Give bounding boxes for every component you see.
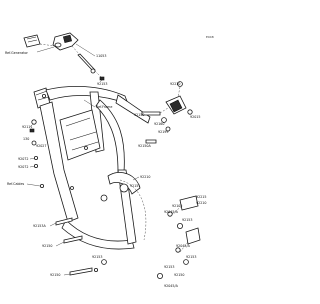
mount-bracket-inner bbox=[169, 99, 183, 113]
part-label-92150A: 92150A bbox=[138, 144, 151, 148]
collar-92153-c bbox=[183, 259, 189, 265]
part-label-92210-top: 92210 bbox=[170, 82, 181, 86]
frame-gusset bbox=[59, 109, 101, 161]
leader-92153-top bbox=[99, 79, 103, 83]
part-label-92153A: 92153A bbox=[33, 224, 46, 228]
washer-92199 bbox=[165, 126, 171, 132]
cover-plate-ribs bbox=[26, 36, 38, 43]
left-fasteners bbox=[29, 119, 37, 146]
leader-92210-mid bbox=[132, 176, 140, 181]
bolt-dash-line bbox=[71, 45, 80, 55]
nut-92045-b bbox=[175, 247, 181, 253]
swingarm-pivot-plate bbox=[107, 172, 141, 195]
part-label-92210-mid: 92210 bbox=[140, 175, 151, 179]
part-label-130: 130 bbox=[23, 137, 29, 141]
part-label-92151: 92151 bbox=[130, 184, 141, 188]
main-frame bbox=[33, 85, 151, 250]
part-label-92102: 92102 bbox=[172, 204, 183, 208]
bolt-dash-1 bbox=[159, 107, 169, 114]
leader-92111 bbox=[29, 123, 34, 128]
washer-92153-e bbox=[94, 267, 99, 272]
nut-92210 bbox=[177, 81, 183, 87]
ref-frame-label: Ref.Frame bbox=[96, 105, 112, 109]
engine-bracket-lower bbox=[185, 227, 201, 245]
ref-generator-label: Ref.Generator bbox=[5, 51, 29, 55]
right-lower-fasteners bbox=[156, 195, 201, 279]
part-label-92045-c: 92045/A bbox=[164, 284, 179, 288]
ref-cables-leader bbox=[26, 183, 41, 187]
bolt-92150A bbox=[145, 139, 157, 144]
part-label-92150-e: 92150 bbox=[174, 273, 185, 277]
cover-dash-line bbox=[39, 43, 56, 47]
frame-rear-rail bbox=[115, 94, 151, 124]
steering-head-lines bbox=[35, 90, 50, 101]
part-label-92015: 92015 bbox=[190, 115, 201, 119]
left-lower-fasteners bbox=[55, 217, 107, 276]
diagram-code: E048 bbox=[206, 35, 214, 39]
right-top-fasteners bbox=[141, 81, 193, 144]
dash-r2 bbox=[179, 241, 189, 253]
part-label-92045-b: 92045/A bbox=[176, 244, 191, 248]
part-label-92210-low: 92210 bbox=[196, 201, 207, 205]
part-label-92111: 92111 bbox=[22, 125, 33, 129]
frame-hole-3 bbox=[70, 186, 74, 190]
part-label-92072-a: 92072 bbox=[18, 157, 29, 161]
bolt-92150 bbox=[141, 111, 161, 116]
cable-clamp bbox=[40, 183, 45, 188]
bolt-92111 bbox=[31, 119, 37, 125]
part-label-92045-a: 92045/A bbox=[164, 210, 179, 214]
leaders-92072 bbox=[29, 157, 36, 168]
frame-lower-cradle bbox=[61, 219, 135, 250]
part-label-92153-b: 92153 bbox=[182, 218, 193, 222]
bolt-92150-c bbox=[63, 235, 83, 244]
part-label-92199: 92199 bbox=[158, 130, 169, 134]
part-label-92215: 92215 bbox=[196, 195, 207, 199]
frame-hole-1 bbox=[42, 94, 47, 99]
part-label-92072-b: 92072 bbox=[18, 165, 29, 169]
gusset-ribs bbox=[65, 117, 99, 151]
bolt-92150-d bbox=[69, 267, 93, 276]
leader-92150-c bbox=[55, 241, 65, 247]
part-label-11053: 11053 bbox=[96, 54, 107, 58]
part-label-92153-e: 92153 bbox=[92, 255, 103, 259]
bolt-nut bbox=[90, 68, 96, 74]
bolt-clip bbox=[99, 76, 105, 81]
nut-92153-e bbox=[101, 259, 107, 265]
collar-92160 bbox=[161, 117, 167, 123]
clip-130 bbox=[29, 128, 35, 133]
dash-r1 bbox=[171, 205, 183, 215]
leader-92150-d bbox=[63, 273, 71, 276]
part-label-92153-f: 92153 bbox=[164, 265, 175, 269]
part-label-92153-top: 92153 bbox=[97, 82, 108, 86]
ref-cables-label: Ref.Cables bbox=[7, 182, 24, 186]
part-label-92150-c: 92150 bbox=[42, 244, 53, 248]
ref-generator-leader bbox=[36, 46, 55, 53]
long-bolt bbox=[77, 53, 96, 72]
nut-92015 bbox=[187, 109, 193, 115]
engine-mount-hole bbox=[100, 194, 108, 202]
part-label-92150-top: 92150 bbox=[134, 113, 145, 117]
bracket-block bbox=[62, 34, 73, 44]
frame-down-tube bbox=[39, 101, 79, 223]
leader-11053 bbox=[75, 43, 96, 57]
part-label-92150-d: 92150 bbox=[50, 273, 61, 277]
collar-92153-b bbox=[176, 222, 183, 229]
leader-92153A bbox=[49, 222, 57, 227]
part-label-92153-c: 92153 bbox=[186, 255, 197, 259]
frame-exploded-view: E048 Ref.Generator 11053 92153 bbox=[5, 32, 214, 288]
nut-dash-1 bbox=[177, 86, 181, 98]
swingarm-pivot-hole bbox=[119, 183, 129, 193]
frame-hole-2 bbox=[84, 146, 88, 150]
part-label-92160: 92160 bbox=[154, 122, 165, 126]
frame-top-tube bbox=[45, 85, 129, 105]
bolt-92027 bbox=[31, 140, 37, 146]
ref-frame-leader bbox=[83, 99, 96, 108]
nut-92045-c bbox=[156, 272, 163, 279]
generator-bracket-assembly bbox=[23, 32, 105, 81]
part-label-92027: 92027 bbox=[36, 144, 47, 148]
bracket-grommet bbox=[54, 42, 62, 48]
parts-diagram: E048 Ref.Generator 11053 92153 bbox=[5, 32, 214, 288]
rear-plate-outline bbox=[119, 179, 147, 241]
bolt-92153A bbox=[55, 217, 73, 226]
